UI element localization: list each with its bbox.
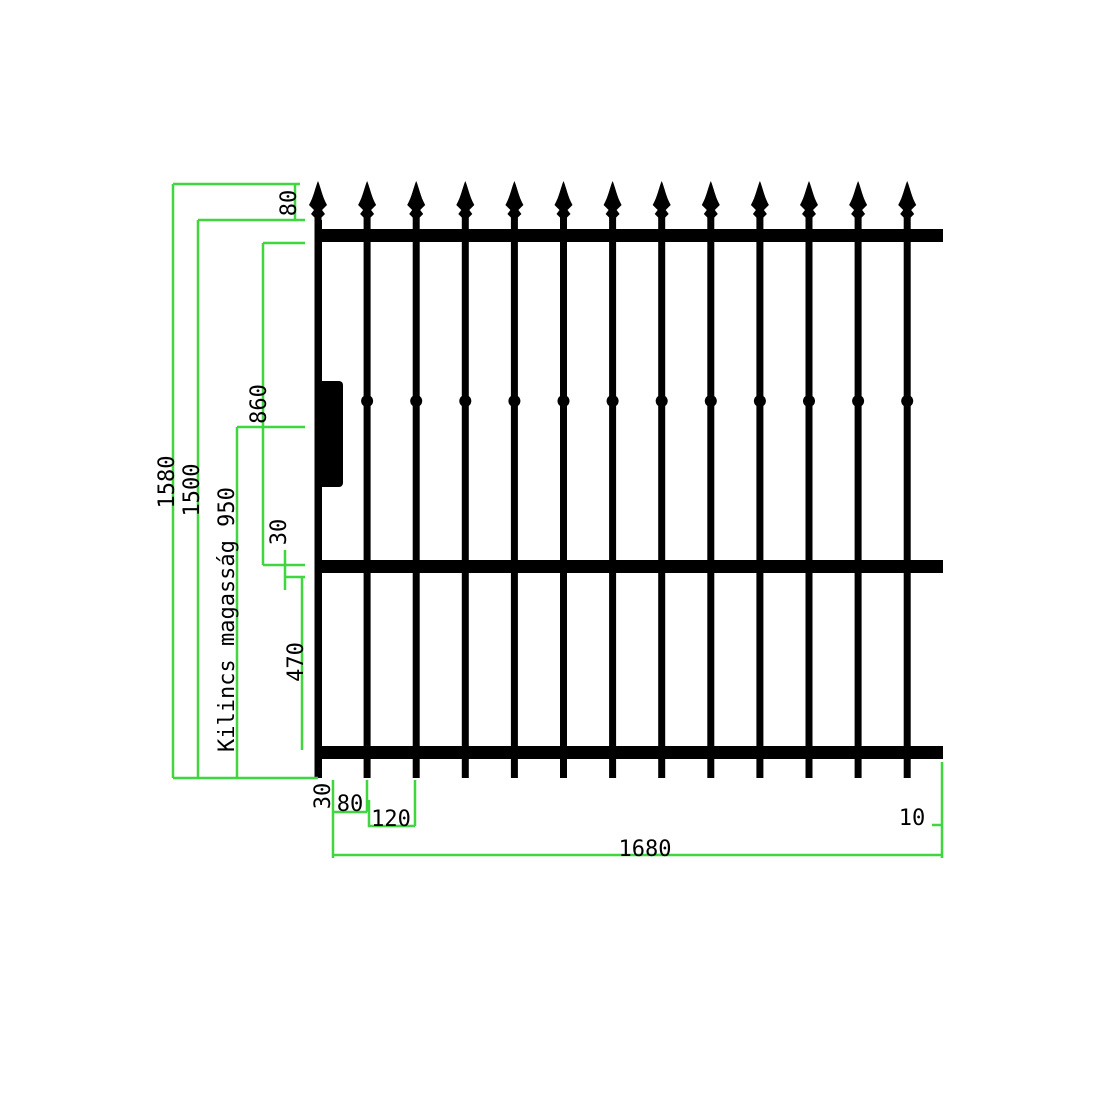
label-860: 860: [247, 384, 272, 424]
top-rail: [316, 229, 943, 242]
label-bottom-30: 30: [311, 783, 336, 810]
picket-bar: [560, 210, 567, 778]
picket-collar: [410, 395, 423, 407]
label-80-top: 80: [277, 190, 302, 217]
picket: [358, 181, 377, 778]
picket-bar: [363, 210, 371, 778]
label-10: 10: [899, 806, 926, 831]
picket-collar: [803, 395, 815, 407]
dimension-lines: [171, 182, 944, 858]
label-470: 470: [284, 642, 309, 682]
spear-finial-icon: [407, 181, 426, 218]
spear-finial-icon: [505, 181, 524, 218]
label-bottom-80: 80: [337, 792, 364, 817]
picket: [800, 181, 818, 778]
label-handle-height: Kilincs magasság 950: [215, 487, 240, 752]
picket-collar: [557, 395, 570, 407]
spear-finial-icon: [800, 181, 818, 218]
picket-collar: [901, 395, 914, 407]
bottom-rail: [316, 746, 943, 759]
dim-line-30: [283, 550, 305, 590]
dim-line-bottom-80: [331, 780, 369, 858]
picket: [554, 181, 573, 778]
picket-bar: [510, 210, 518, 778]
picket: [505, 181, 524, 778]
picket-bar: [854, 210, 862, 778]
picket: [849, 181, 868, 778]
picket-bar: [609, 210, 617, 778]
label-1500: 1500: [180, 464, 205, 517]
picket: [898, 181, 917, 778]
picket-collar: [606, 395, 619, 407]
picket-collar: [852, 395, 865, 407]
hinge-post: [315, 220, 322, 778]
dim-line-950: [235, 425, 305, 778]
picket-collar: [459, 395, 472, 407]
spear-finial-icon: [456, 181, 475, 218]
handle-lock-box: [318, 381, 343, 487]
picket-collar: [655, 395, 668, 407]
picket: [701, 181, 720, 778]
picket-collar: [361, 395, 374, 407]
label-1680: 1680: [619, 837, 672, 862]
label-120: 120: [371, 807, 411, 832]
dimension-labels: 1580 1500 80 860 Kilincs magasság 950 30…: [155, 190, 925, 862]
picket-bar: [461, 210, 469, 778]
middle-rail: [316, 560, 943, 573]
spear-finial-icon: [603, 181, 622, 218]
picket-bar: [805, 210, 813, 778]
picket-collar: [508, 395, 521, 407]
spear-finial-icon: [701, 181, 720, 218]
spear-finial-icon: [898, 181, 917, 218]
picket-collar: [753, 395, 766, 407]
label-1580: 1580: [155, 456, 180, 509]
picket-bar: [412, 210, 420, 778]
spear-finial-icon: [652, 181, 671, 218]
spear-finial-icon: [750, 181, 769, 218]
picket-bar: [756, 210, 764, 778]
dim-line-1680: [333, 762, 944, 858]
picket: [603, 181, 622, 778]
picket-bar: [658, 210, 666, 778]
picket: [456, 181, 475, 778]
picket: [652, 181, 671, 778]
spear-finial-icon: [358, 181, 377, 218]
picket-bar: [707, 210, 715, 778]
picket-bar: [903, 210, 911, 778]
spear-finial-icon: [849, 181, 868, 218]
picket: [407, 181, 426, 778]
spear-finial-icon: [554, 181, 573, 218]
spear-finial-icon: [309, 181, 327, 218]
dim-line-1500: [196, 218, 305, 778]
gate-structure: [309, 181, 943, 778]
label-30: 30: [267, 519, 292, 546]
picket-collar: [704, 395, 717, 407]
dim-line-bottom-120: [367, 780, 417, 828]
picket: [750, 181, 769, 778]
